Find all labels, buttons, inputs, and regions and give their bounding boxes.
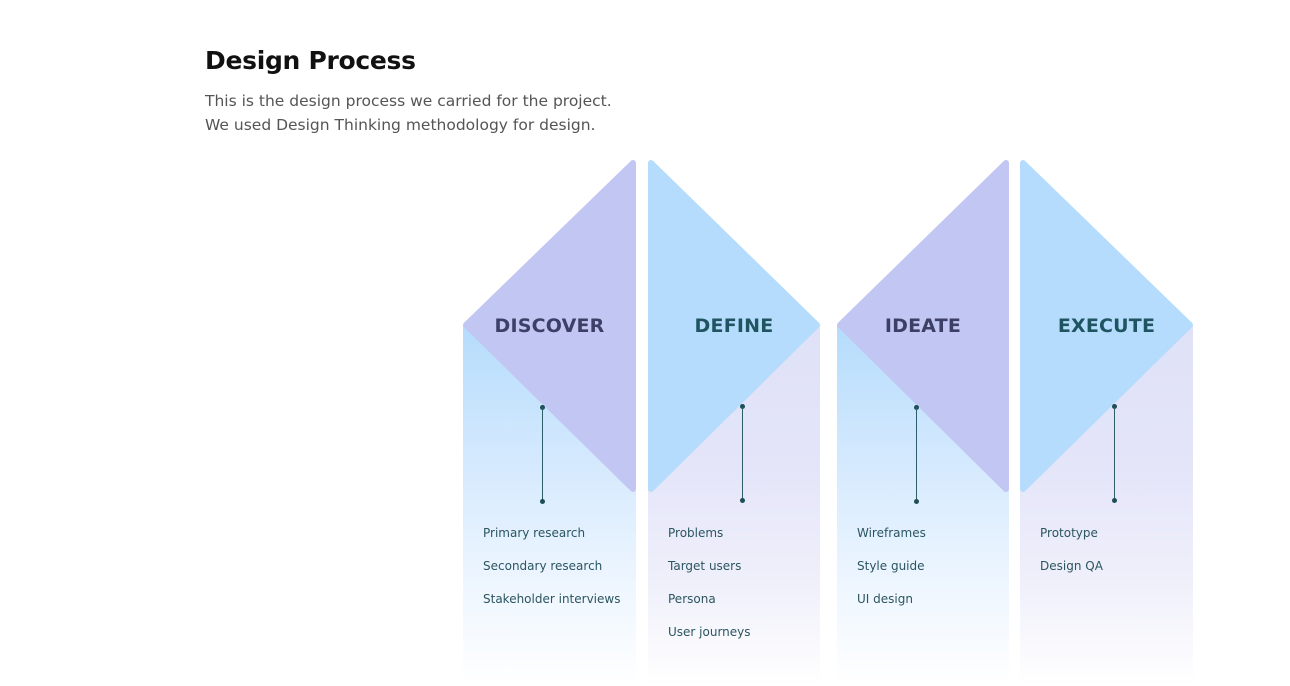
phase-discover: DISCOVER Primary research Secondary rese… xyxy=(463,160,636,686)
list-item: Persona xyxy=(668,592,716,606)
connector-line xyxy=(1114,407,1115,501)
list-item: Target users xyxy=(668,559,742,573)
connector-dot xyxy=(740,404,745,409)
phase-define: DEFINE Problems Target users Persona Use… xyxy=(648,160,820,686)
connector-line xyxy=(542,407,543,501)
connector-dot xyxy=(914,499,919,504)
list-item: Prototype xyxy=(1040,526,1098,540)
list-item: Secondary research xyxy=(483,559,603,573)
triangle-left xyxy=(463,160,636,492)
connector-dot xyxy=(540,499,545,504)
connector-dot xyxy=(1112,498,1117,503)
list-item: Primary research xyxy=(483,526,586,540)
triangle-right xyxy=(648,160,820,492)
connector-dot xyxy=(1112,404,1117,409)
phase-label: EXECUTE xyxy=(1057,315,1156,337)
list-item: Design QA xyxy=(1040,559,1103,573)
list-item: Wireframes xyxy=(857,526,926,540)
phase-label: IDEATE xyxy=(884,315,962,337)
triangle-left xyxy=(837,160,1009,492)
page-title: Design Process xyxy=(205,46,416,75)
subtitle-line-1: This is the design process we carried fo… xyxy=(205,92,612,110)
list-item: Problems xyxy=(668,526,724,540)
triangle-right xyxy=(1020,160,1193,492)
connector-line xyxy=(916,407,917,501)
phase-label: DEFINE xyxy=(694,315,774,337)
list-item: UI design xyxy=(857,592,913,606)
phase-ideate: IDEATE Wireframes Style guide UI design xyxy=(837,160,1009,686)
subtitle-line-2: We used Design Thinking methodology for … xyxy=(205,116,596,134)
connector-line xyxy=(742,407,743,501)
list-item: User journeys xyxy=(668,625,751,639)
phase-label: DISCOVER xyxy=(494,315,605,337)
connector-dot xyxy=(740,498,745,503)
phase-execute: EXECUTE Prototype Design QA xyxy=(1020,160,1193,686)
list-item: Stakeholder interviews xyxy=(483,592,621,606)
list-item: Style guide xyxy=(857,559,925,573)
